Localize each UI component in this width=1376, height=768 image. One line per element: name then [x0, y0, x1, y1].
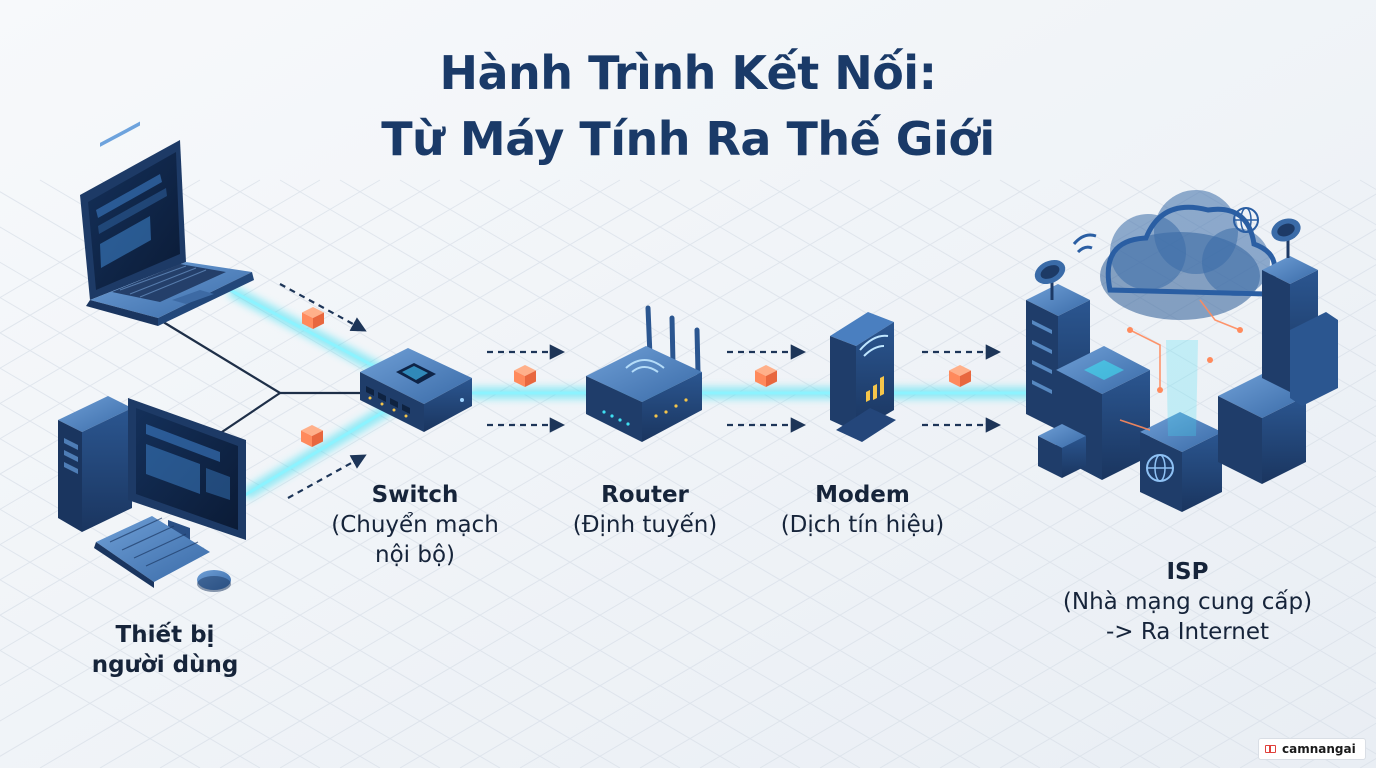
packet-cube-icon: [755, 365, 777, 387]
globe-icon: [1146, 454, 1174, 482]
globe-icon: [1233, 207, 1259, 233]
wifi-icon: [1072, 233, 1097, 254]
diagram-title-line-1: Hành Trình Kết Nối:: [439, 46, 937, 100]
isp-desc-line-1: (Nhà mạng cung cấp): [1062, 589, 1313, 615]
modem-desc: (Dịch tín hiệu): [780, 512, 945, 538]
packet-cube-icon: [514, 365, 536, 387]
packet-cube-icon: [301, 425, 323, 447]
switch-label: Switch (Chuyển mạch nội bộ): [300, 480, 530, 570]
packet-cube-icon: [302, 307, 324, 329]
router-name: Router: [601, 482, 689, 508]
switch-desc-line-1: (Chuyển mạch: [331, 512, 499, 538]
arrow-pc-switch: [287, 454, 367, 499]
router-label: Router (Định tuyến): [545, 480, 745, 540]
data-packets: [301, 307, 971, 447]
isp-datacenter-icon: [1026, 190, 1338, 512]
switch-desc-line-2: nội bộ): [375, 542, 455, 568]
arrow-laptop-switch: [279, 283, 367, 332]
user-device-label-line-1: Thiết bị: [115, 622, 215, 648]
desktop-pc-icon: [58, 396, 246, 592]
book-icon: [1265, 745, 1276, 753]
cloud-icon: [1100, 190, 1277, 320]
laptop-icon: [80, 121, 254, 326]
modem-name: Modem: [815, 482, 910, 508]
diagram-title-line-2: Từ Máy Tính Ra Thế Giới: [381, 112, 995, 166]
satellite-dish-icon: [1034, 259, 1066, 300]
modem-icon: [830, 312, 896, 442]
user-device-label: Thiết bị người dùng: [60, 620, 270, 680]
router-icon: [586, 305, 702, 442]
switch-name: Switch: [371, 482, 459, 508]
packet-cube-icon: [949, 365, 971, 387]
isp-name: ISP: [1166, 559, 1209, 585]
flow-arrows: [279, 283, 1002, 499]
watermark-badge[interactable]: camnangai: [1258, 738, 1366, 760]
user-device-label-line-2: người dùng: [91, 652, 239, 678]
router-desc: (Định tuyến): [572, 512, 718, 538]
isp-label: ISP (Nhà mạng cung cấp) -> Ra Internet: [1040, 557, 1335, 647]
glow-paths: [227, 284, 1035, 501]
satellite-dish-icon: [1271, 218, 1301, 258]
modem-label: Modem (Dịch tín hiệu): [755, 480, 970, 540]
switch-icon: [360, 348, 472, 432]
watermark-text: camnangai: [1282, 742, 1356, 756]
isp-desc-line-2: -> Ra Internet: [1105, 619, 1270, 645]
